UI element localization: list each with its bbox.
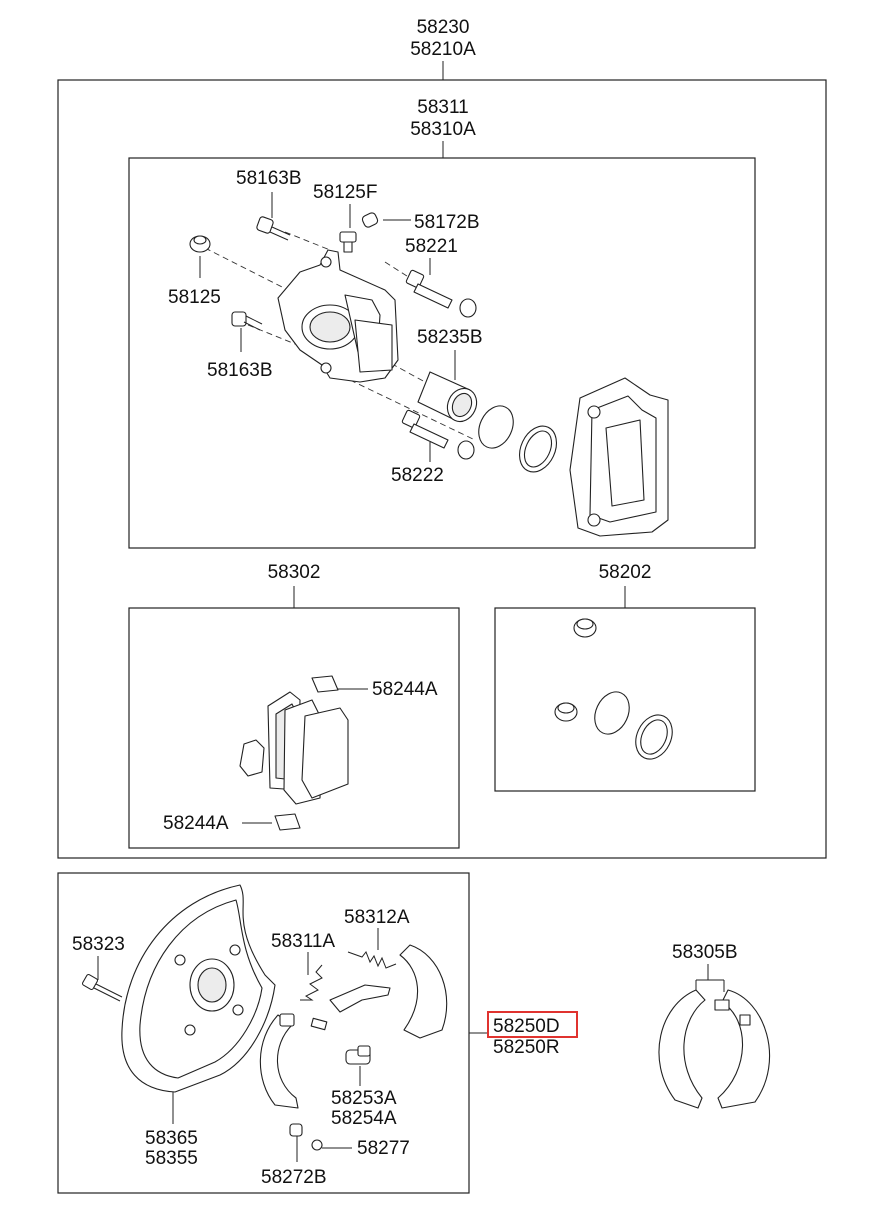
parking-brake-leader-lines <box>97 928 488 1162</box>
part-label-58235b[interactable]: 58235B <box>417 327 483 348</box>
part-label-58221[interactable]: 58221 <box>405 236 458 257</box>
caliper-housing-icon <box>277 249 399 383</box>
seal-kit-callout: 58202 <box>599 562 652 608</box>
bleeder-cap-icon <box>361 212 379 228</box>
nut-58277-icon <box>311 1139 323 1151</box>
part-label-58250d[interactable]: 58250D <box>493 1016 560 1037</box>
part-label-58244a-bottom[interactable]: 58244A <box>163 813 229 834</box>
part-label-58163b-bottom[interactable]: 58163B <box>207 360 273 381</box>
part-label-58312a[interactable]: 58312A <box>344 907 410 928</box>
cap-58125-icon <box>189 235 211 253</box>
part-label-58222[interactable]: 58222 <box>391 465 444 486</box>
part-label-58202[interactable]: 58202 <box>599 562 652 583</box>
part-label-58277[interactable]: 58277 <box>357 1138 410 1159</box>
part-label-58365[interactable]: 58365 <box>145 1128 198 1149</box>
bolt-58163b-bottom-icon <box>231 311 263 331</box>
part-label-58272b[interactable]: 58272B <box>261 1167 327 1188</box>
part-label-58305b[interactable]: 58305B <box>672 942 738 963</box>
pad-kit-callout: 58302 <box>268 562 321 608</box>
shoe-set-leader-lines <box>695 964 725 992</box>
dust-boot-icon <box>519 425 557 473</box>
caliper-drawing <box>189 212 669 537</box>
part-label-58125[interactable]: 58125 <box>168 287 221 308</box>
guide-pin-upper-icon <box>405 269 477 318</box>
part-label-58310a[interactable]: 58310A <box>410 119 476 140</box>
parking-lever-icon <box>310 984 391 1031</box>
caliper-assembly-callout: 58311 58310A <box>410 97 476 158</box>
piston-icon <box>417 371 478 423</box>
part-label-58230[interactable]: 58230 <box>417 17 470 38</box>
part-label-58210a[interactable]: 58210A <box>410 39 476 60</box>
highlight-box <box>487 1011 578 1038</box>
brake-pads-icon <box>239 675 349 831</box>
part-label-58172b[interactable]: 58172B <box>414 212 480 233</box>
part-label-58250r[interactable]: 58250R <box>493 1037 560 1058</box>
part-label-58253a[interactable]: 58253A <box>331 1088 397 1109</box>
backing-plate-icon <box>121 884 276 1093</box>
top-assembly-callout: 58230 58210A <box>410 17 476 80</box>
seal-kit-box <box>494 607 756 792</box>
caliper-bracket-icon <box>569 377 669 537</box>
spring-58312a-icon <box>347 951 397 969</box>
part-label-58311[interactable]: 58311 <box>417 97 468 118</box>
brake-shoe-left-icon <box>259 1013 299 1109</box>
bolt-58323-icon <box>81 973 123 1002</box>
parking-brake-drawing <box>81 884 448 1151</box>
guide-pin-lower-icon <box>401 409 475 460</box>
part-label-58254a[interactable]: 58254A <box>331 1108 397 1129</box>
shoe-kit-callout: 58250D 58250R <box>487 1011 578 1058</box>
pad-kit-box <box>128 607 460 849</box>
pin-58272b-icon <box>289 1123 303 1137</box>
seal-kit-parts-icon <box>554 618 673 760</box>
part-label-58302[interactable]: 58302 <box>268 562 321 583</box>
part-label-58163b-top[interactable]: 58163B <box>236 168 302 189</box>
part-label-58125f[interactable]: 58125F <box>313 182 377 203</box>
bolt-58163b-top-icon <box>256 216 291 241</box>
spring-58311a-icon <box>300 964 323 1001</box>
part-label-58311a[interactable]: 58311A <box>271 931 335 952</box>
bleeder-screw-icon <box>339 231 357 253</box>
front-brake-assembly-box <box>57 79 827 859</box>
part-label-58355[interactable]: 58355 <box>145 1148 198 1169</box>
brake-shoe-right-icon <box>399 944 448 1039</box>
brake-shoe-set-icon <box>658 989 771 1109</box>
part-label-58244a-top[interactable]: 58244A <box>372 679 438 700</box>
seal-ring-icon <box>478 405 514 449</box>
caliper-leader-lines <box>199 192 456 462</box>
hold-down-spring-icon <box>345 1045 371 1065</box>
part-label-58323[interactable]: 58323 <box>72 934 125 955</box>
caliper-assembly-box <box>128 157 756 549</box>
